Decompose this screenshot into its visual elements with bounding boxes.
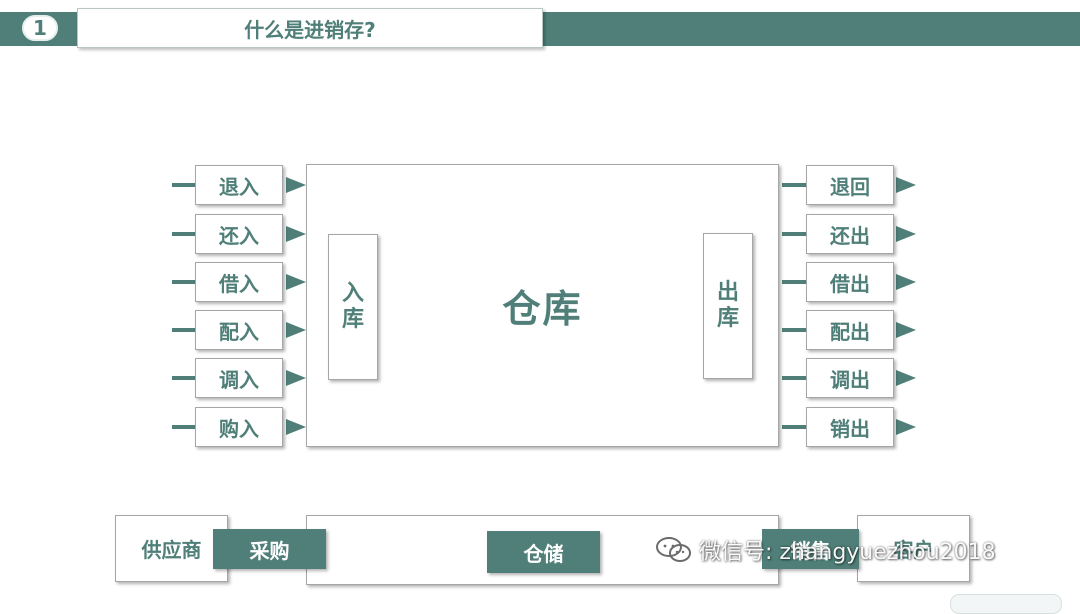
output-box-return-out: 退回 [806,165,894,205]
flow-purchase-label: 采购 [213,529,326,569]
flow-storage-label: 仓储 [487,531,600,573]
input-box-transfer-in: 调入 [195,358,283,398]
input-box-return-in: 退入 [195,165,283,205]
slide-title: 什么是进销存? [77,8,543,48]
slide-number-badge: 1 [22,15,58,41]
flow-sales-label: 销售 [762,529,859,569]
inbound-box: 入 库 [328,234,378,380]
output-arrow-lines [782,183,806,429]
output-box-borrow-out: 借出 [806,262,894,302]
input-arrow-heads [286,177,306,435]
inbound-label-char-2: 库 [341,307,364,332]
input-box-purchase-in: 购入 [195,407,283,447]
output-box-sales-out: 销出 [806,407,894,447]
inbound-label-char-1: 入 [341,281,364,306]
outbound-label-char-2: 库 [716,306,739,331]
input-box-borrow-in: 借入 [195,262,283,302]
flow-supplier-box: 供应商 [115,515,228,582]
warehouse-box: 仓库 [306,164,779,447]
warehouse-label: 仓库 [502,287,583,331]
output-box-repay-out: 还出 [806,214,894,254]
wechat-icon [656,537,691,562]
input-box-allocate-in: 配入 [195,310,283,350]
output-arrow-heads [896,177,916,435]
input-arrow-lines [172,183,196,429]
output-box-transfer-out: 调出 [806,358,894,398]
wechat-watermark: 微信号: zhangyuezhou2018 [655,534,996,566]
corner-widget[interactable] [950,594,1062,614]
input-box-repay-in: 还入 [195,214,283,254]
outbound-box: 出 库 [703,233,753,379]
watermark-text: 微信号: zhangyuezhou2018 [699,540,996,565]
outbound-label-char-1: 出 [716,280,739,305]
output-box-allocate-out: 配出 [806,310,894,350]
